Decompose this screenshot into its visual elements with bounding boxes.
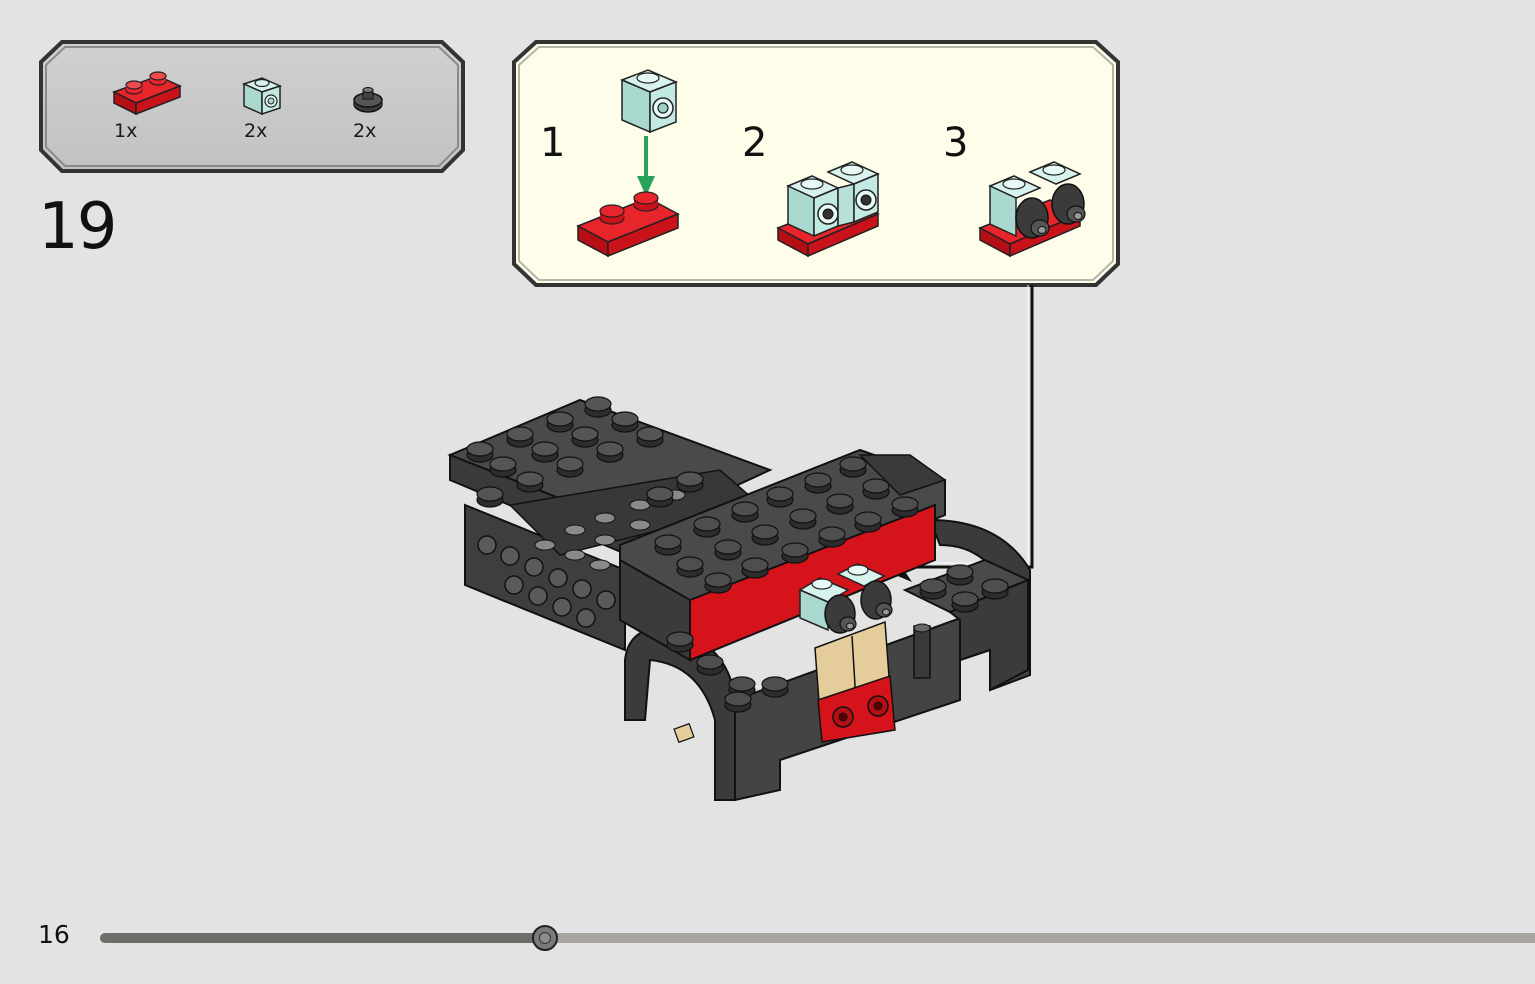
sub-step-1-illustration xyxy=(576,69,680,258)
aqua-bracket-part-icon xyxy=(241,77,283,116)
progress-bar[interactable] xyxy=(100,933,1535,943)
part-qty-red-plate: 1x xyxy=(114,120,138,142)
sub-step-2-number: 2 xyxy=(742,120,768,166)
part-qty-aqua-bracket: 2x xyxy=(244,120,268,142)
step-number: 19 xyxy=(38,190,117,264)
dark-cap-part-icon xyxy=(353,87,383,113)
progress-fill xyxy=(100,933,545,943)
part-qty-dark-cap: 2x xyxy=(353,120,377,142)
page-number: 16 xyxy=(38,920,70,949)
red-plate-part-icon xyxy=(112,71,182,116)
main-model-illustration xyxy=(447,396,1031,802)
sub-step-1-number: 1 xyxy=(540,120,566,166)
sub-step-2-illustration xyxy=(776,161,880,258)
sub-step-3-illustration xyxy=(978,161,1086,258)
progress-knob[interactable] xyxy=(531,925,558,951)
sub-step-3-number: 3 xyxy=(943,120,969,166)
